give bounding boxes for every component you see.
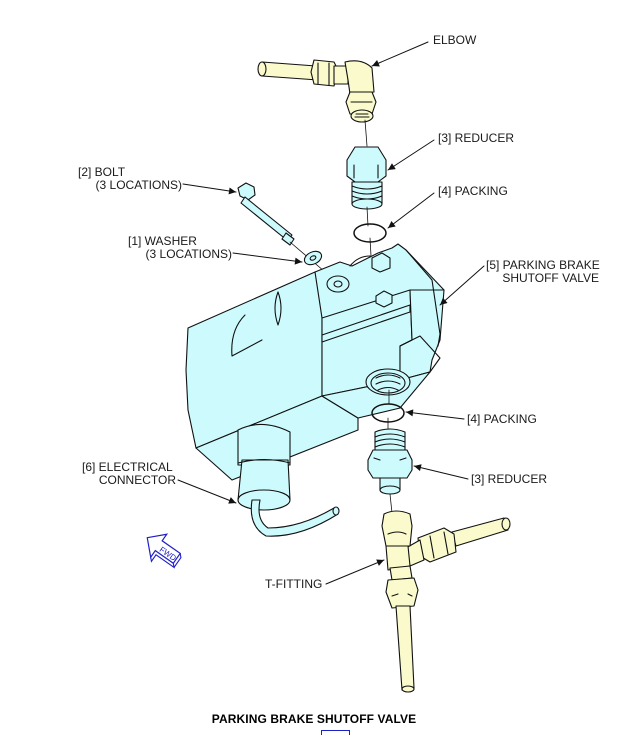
sheet-indicator-tab[interactable]	[321, 730, 350, 735]
callout-elbow: ELBOW	[433, 34, 476, 47]
callout-elbow-line-1: ELBOW	[433, 33, 477, 47]
leader-bolt	[182, 183, 237, 195]
callout-washer: [1] WASHER (3 LOCATIONS)	[110, 235, 232, 261]
callout-reducer-top-line-1: [3] REDUCER	[438, 131, 515, 145]
leader-t-fitting	[325, 559, 385, 585]
callout-reducer-bottom: [3] REDUCER	[471, 473, 547, 486]
callout-packing-bottom: [4] PACKING	[467, 413, 537, 426]
callout-t-fitting: T-FITTING	[265, 578, 322, 591]
t-fitting-part	[381, 510, 511, 693]
centerline	[364, 119, 368, 147]
forward-direction-arrow-icon: FWD	[146, 533, 182, 569]
leader-reducer-bottom	[413, 464, 469, 480]
callout-electrical-connector-line-2: CONNECTOR	[98, 473, 176, 487]
callout-washer-line-2: (3 LOCATIONS)	[145, 247, 232, 261]
reducer-top-part	[346, 146, 387, 210]
callout-packing-bottom-line-1: [4] PACKING	[467, 412, 537, 426]
reducer-bottom-part	[367, 428, 413, 495]
callout-reducer-top: [3] REDUCER	[438, 132, 514, 145]
callout-electrical-connector-line-1: [6] ELECTRICAL	[82, 460, 173, 474]
figure-title: PARKING BRAKE SHUTOFF VALVE	[211, 712, 417, 726]
leader-packing-top	[387, 192, 435, 229]
leader-valve	[439, 265, 485, 306]
callout-parking-brake-shutoff-valve: [5] PARKING BRAKE SHUTOFF VALVE	[486, 258, 600, 285]
leader-elbow	[371, 41, 429, 67]
leader-packing-bottom	[405, 409, 465, 420]
leader-lines	[177, 41, 485, 585]
callout-electrical-connector: [6] ELECTRICAL CONNECTOR	[70, 461, 176, 487]
callout-packing-top: [4] PACKING	[438, 185, 508, 198]
callout-reducer-bottom-line-1: [3] REDUCER	[471, 472, 548, 486]
parking-brake-shutoff-valve-body	[185, 243, 445, 511]
callout-washer-line-1: [1] WASHER	[128, 234, 197, 248]
washer-part	[303, 250, 323, 266]
leader-washer	[232, 252, 303, 265]
callout-valve-line-1: [5] PARKING BRAKE	[486, 258, 600, 272]
elbow-fitting	[257, 59, 377, 123]
callout-bolt: [2] BOLT (3 LOCATIONS)	[60, 166, 182, 192]
callout-t-fitting-line-1: T-FITTING	[265, 577, 323, 591]
callout-bolt-line-2: (3 LOCATIONS)	[95, 178, 182, 192]
callout-valve-line-2: SHUTOFF VALVE	[502, 271, 599, 285]
callout-packing-top-line-1: [4] PACKING	[438, 184, 508, 198]
callout-bolt-line-1: [2] BOLT	[78, 165, 126, 179]
bolt-part	[237, 182, 295, 246]
leader-electrical-connector	[177, 479, 237, 504]
leader-reducer-top	[387, 139, 435, 171]
